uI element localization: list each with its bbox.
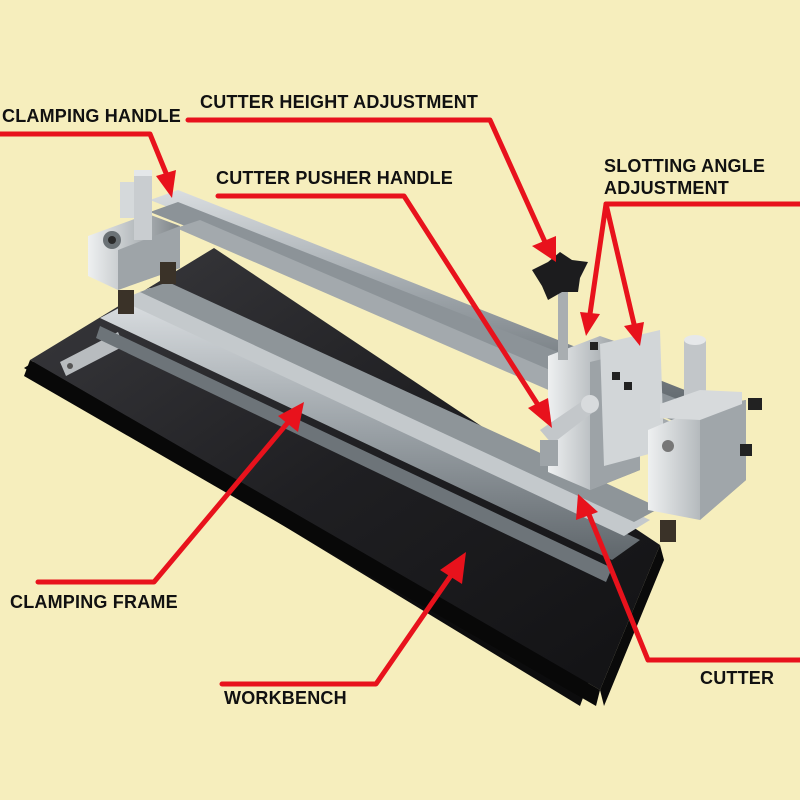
slotting-angle-label-line1: SLOTTING ANGLE <box>604 156 766 176</box>
workbench-label: WORKBENCH <box>224 688 347 708</box>
clamping-handle-label: CLAMPING HANDLE <box>2 106 181 126</box>
cutter-height-arrow-line <box>185 117 548 245</box>
slotting-angle-arrow-line-a <box>587 201 800 317</box>
cutter-label: CUTTER <box>700 668 775 688</box>
workbench-arrowhead <box>440 552 466 584</box>
clamping-frame-rails <box>96 282 660 582</box>
clamping-frame-label: CLAMPING FRAME <box>10 592 178 612</box>
clamping-handle-arrow-line <box>0 131 171 181</box>
clamping-handle-arrowhead <box>156 170 176 198</box>
right-clamp-block <box>648 335 762 542</box>
slotting-angle-label-line2: ADJUSTMENT <box>604 178 730 198</box>
slotting-angle-arrow-line-b <box>603 201 637 327</box>
workbench-arrow-line <box>219 571 455 687</box>
clamping-frame-arrow-line <box>35 417 293 585</box>
clamping-frame-arrowhead <box>278 402 304 432</box>
cutter-pusher-arrow-line <box>215 193 543 411</box>
cutter-height-adjustment-label: CUTTER HEIGHT ADJUSTMENT <box>200 92 479 112</box>
cutter-carriage <box>532 252 664 490</box>
cutter-pusher-arrowhead <box>528 398 552 428</box>
cutter-arrowhead <box>576 494 598 520</box>
cutter-arrow-line <box>585 509 800 663</box>
slotting-angle-arrowhead-b <box>624 322 644 346</box>
slotting-angle-arrowhead-a <box>580 312 600 336</box>
cutter-pusher-handle-label: CUTTER PUSHER HANDLE <box>216 168 454 188</box>
cutter-height-arrowhead <box>532 236 556 262</box>
left-clamp-block <box>88 170 180 314</box>
